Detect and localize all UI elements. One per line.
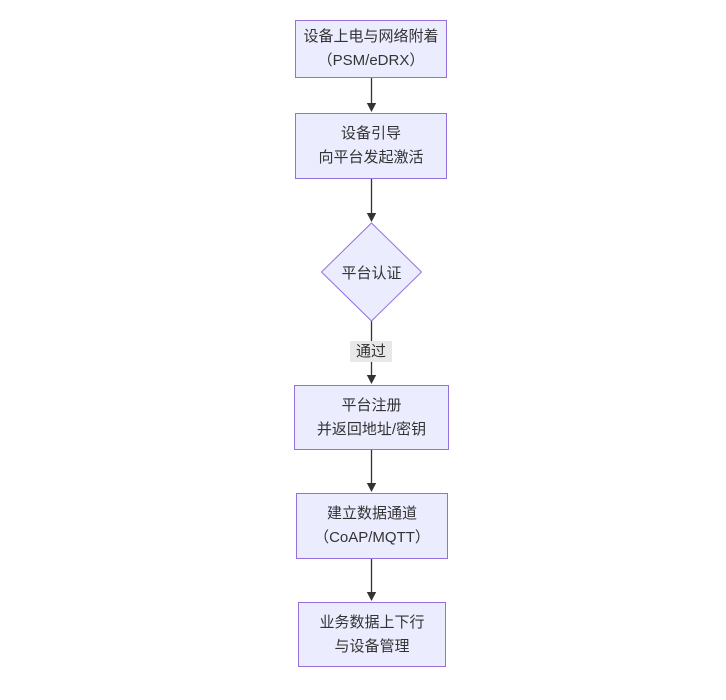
edge-label-pass: 通过 (349, 341, 393, 362)
arrowhead-icon (366, 103, 377, 112)
node-platform-auth-label: 平台认证 (341, 264, 402, 282)
edge-power-on-to-bootstrap (366, 78, 377, 112)
node-business-data: 业务数据上下行 与设备管理 (298, 602, 446, 667)
node-platform-register: 平台注册 并返回地址/密钥 (294, 385, 449, 450)
node-text-line: 设备上电与网络附着 (303, 28, 439, 45)
edge-channel-to-business (366, 559, 377, 601)
decision-diamond-shape (320, 222, 423, 322)
edge-bootstrap-to-auth (366, 179, 377, 222)
node-text-line: 平台注册 (341, 396, 402, 414)
node-text-line: 建立数据通道 (326, 505, 417, 522)
arrowhead-icon (366, 213, 377, 222)
edge-register-to-channel (366, 450, 377, 492)
arrowhead-icon (366, 592, 377, 601)
node-text-line: 向平台发起激活 (318, 149, 424, 166)
node-power-on-attach: 设备上电与网络附着 （PSM/eDRX） (295, 20, 447, 78)
node-text-line: 设备引导 (340, 125, 401, 142)
arrowhead-icon (366, 483, 377, 492)
node-text-line: 并返回地址/密钥 (316, 420, 427, 438)
node-text-line: （PSM/eDRX） (317, 52, 425, 69)
node-data-channel: 建立数据通道 （CoAP/MQTT） (296, 493, 448, 559)
node-text-line: 业务数据上下行 (319, 613, 425, 631)
arrowhead-icon (366, 375, 377, 384)
node-text-line: （CoAP/MQTT） (314, 529, 430, 546)
node-text-line: 与设备管理 (334, 637, 410, 655)
node-device-bootstrap: 设备引导 向平台发起激活 (295, 113, 447, 179)
